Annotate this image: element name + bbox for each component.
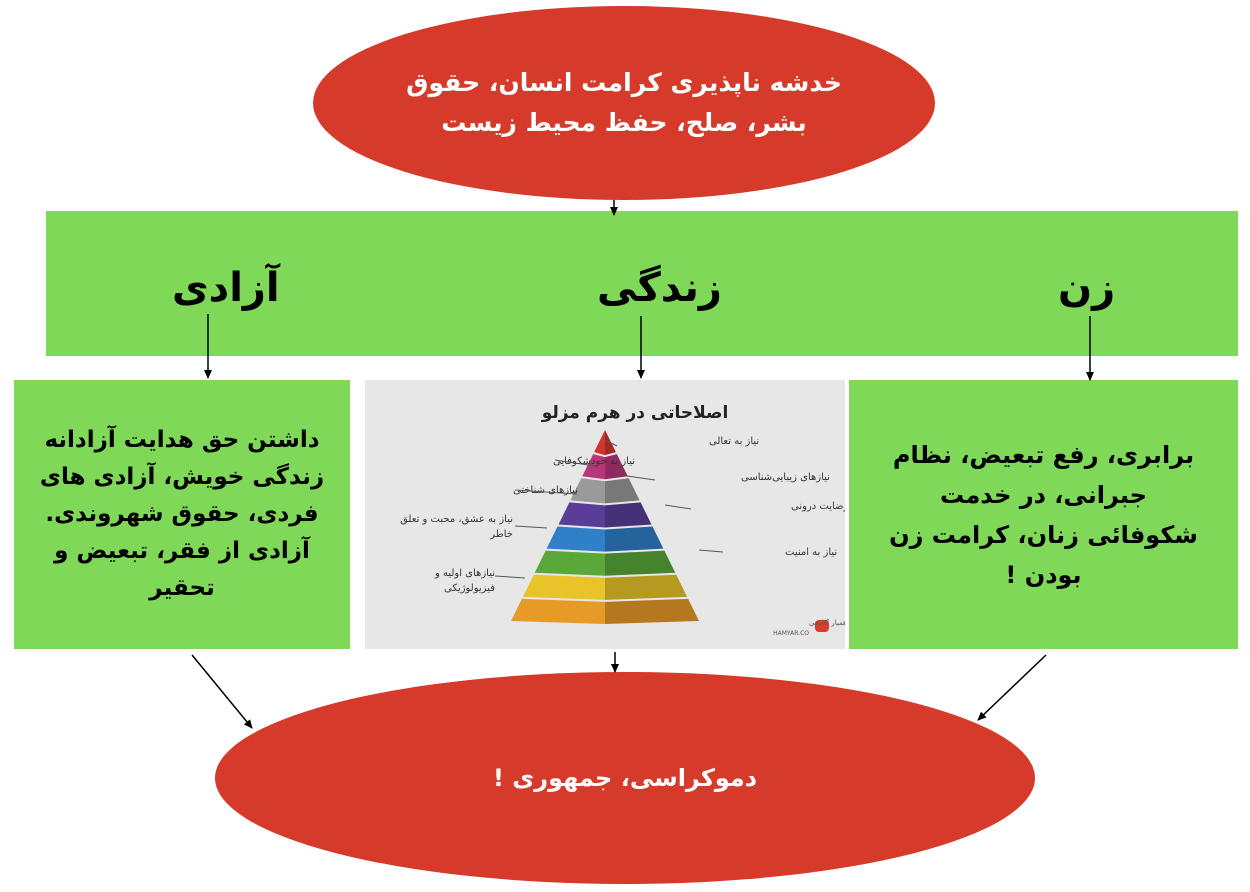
top-ellipse: خدشه ناپذیری کرامت انسان، حقوق بشر، صلح،… xyxy=(313,6,935,200)
green-band xyxy=(46,211,1238,356)
right-box: برابری، رفع تبعیض، نظام جبرانی، در خدمت … xyxy=(849,380,1238,649)
pyramid-layer-right-1 xyxy=(605,454,628,480)
pyramid-layer-left-3 xyxy=(558,502,605,528)
pyramid-layer-left-4 xyxy=(546,526,605,552)
pyramid-layer-left-7 xyxy=(511,598,605,624)
pyramid-layer-right-6 xyxy=(605,574,688,600)
pyramid-layer-right-3 xyxy=(605,502,652,528)
bottom-ellipse: دموکراسی، جمهوری ! xyxy=(215,672,1035,884)
left-box: داشتن حق هدایت آزادانه زندگی خویش، آزادی… xyxy=(14,380,350,649)
pyr-label-r2: نیاز به رضایت درونی xyxy=(791,501,845,512)
pyramid-title: اصلاحاتی در هرم مزلو xyxy=(541,403,729,423)
pyramid-layer-left-6 xyxy=(522,574,605,600)
bottom-ellipse-text: دموکراسی، جمهوری ! xyxy=(492,764,758,792)
logo-icon xyxy=(815,620,829,632)
left-box-text: داشتن حق هدایت آزادانه زندگی خویش، آزادی… xyxy=(39,427,325,601)
pyramid-layer-left-1 xyxy=(582,454,605,480)
pyr-label-r0: نیاز به تعالی xyxy=(709,436,759,447)
pyr-pointers xyxy=(494,439,724,579)
pyramid-layer-right-4 xyxy=(605,526,664,552)
pyramid-layer-left-2 xyxy=(570,478,605,504)
logo-text: همیار آکادمی xyxy=(809,618,845,627)
pyr-label-r1: نیازهای زیبایی‌شناسی xyxy=(741,472,830,483)
band-label-zan: زن xyxy=(1058,265,1116,311)
band-label-azadi: آزادی xyxy=(172,265,280,311)
pyramid-layer-right-5 xyxy=(605,550,676,576)
pyramid-layers xyxy=(511,430,699,624)
pyramid-layer-right-7 xyxy=(605,598,699,624)
pyramid-svg: اصلاحاتی در هرم مزلو نیاز به تعالی نیازه… xyxy=(400,403,876,637)
pyramid-layer-left-0 xyxy=(594,430,605,456)
maslow-pyramid-image: اصلاحاتی در هرم مزلو نیاز به تعالی نیازه… xyxy=(365,380,877,649)
pyr-label-l3: نیازهای اولیه و فیزیولوژیکی xyxy=(434,568,495,594)
right-box-text: برابری، رفع تبعیض، نظام جبرانی، در خدمت … xyxy=(889,440,1198,589)
top-ellipse-text: خدشه ناپذیری کرامت انسان، حقوق بشر، صلح،… xyxy=(406,68,842,137)
pyr-label-l1: نیازهای شناختی xyxy=(513,485,578,496)
pyramid-layer-right-2 xyxy=(605,478,640,504)
pyr-label-l0: نیاز به خودشکوفایی xyxy=(553,456,635,467)
logo-sub: HAMYAR.CO xyxy=(773,630,809,637)
pyr-label-l2: نیاز به عشق، محبت و تعلق خاطر xyxy=(400,514,513,540)
pyr-label-r3: نیاز به امنیت xyxy=(785,547,837,558)
arrow-right-to-bottom xyxy=(977,654,1047,721)
pyramid-layer-left-5 xyxy=(534,550,605,576)
hamyar-logo: همیار آکادمی HAMYAR.CO xyxy=(773,618,847,637)
arrow-left-to-bottom xyxy=(191,654,253,729)
band-label-zendegi: زندگی xyxy=(597,265,722,311)
